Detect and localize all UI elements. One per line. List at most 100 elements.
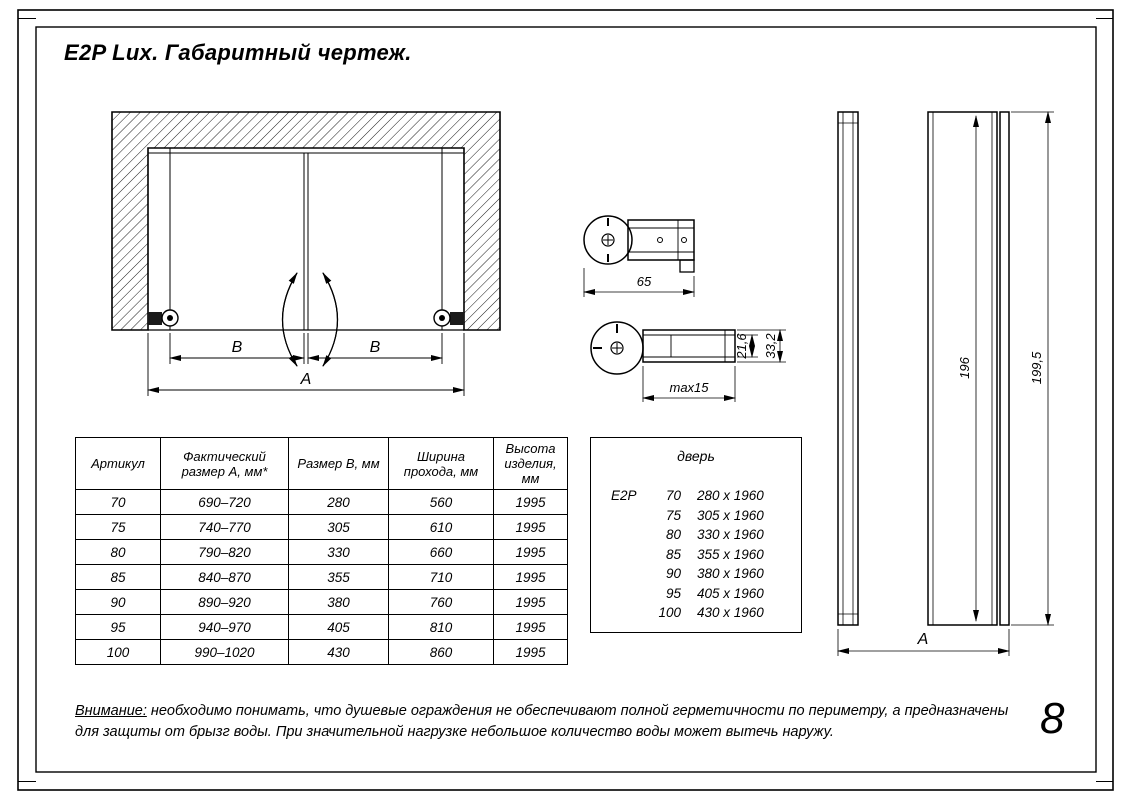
- cell-size-a: 690–720: [160, 489, 289, 515]
- cell-height: 1995: [493, 589, 568, 615]
- dim-label-b-left: B: [232, 339, 243, 356]
- cell-height: 1995: [493, 564, 568, 590]
- dim-label-199-5: 199,5: [1029, 351, 1044, 384]
- table-row: 95 940–970 405 810 1995: [75, 614, 568, 640]
- dimension-lines: [642, 329, 786, 402]
- col-header-size-b: Размер В, мм: [288, 437, 389, 490]
- dimension-lines: [583, 268, 695, 297]
- list-item: 90 380 x 1960: [611, 564, 801, 584]
- cell-article: 100: [75, 639, 161, 665]
- cell-passage: 610: [388, 514, 494, 540]
- cell-passage: 810: [388, 614, 494, 640]
- list-item: 95 405 x 1960: [611, 584, 801, 604]
- cell-article: 95: [75, 614, 161, 640]
- col-header-product-height: Высота изделия, мм: [493, 437, 568, 490]
- col-header-actual-size: Фактический размер А, мм*: [160, 437, 289, 490]
- cell-size-a: 990–1020: [160, 639, 289, 665]
- dim-label-196: 196: [957, 356, 972, 378]
- door-size: 75: [665, 507, 681, 523]
- cell-height: 1995: [493, 639, 568, 665]
- dim-label-21-6: 21,6: [734, 333, 749, 360]
- warning-text-line2: для защиты от брызг воды. При значительн…: [75, 724, 834, 741]
- door-size: 70: [665, 488, 681, 504]
- cell-passage: 860: [388, 639, 494, 665]
- table-row: 75 740–770 305 610 1995: [75, 514, 568, 540]
- cell-size-b: 430: [288, 639, 389, 665]
- door-dims: 430 x 1960: [697, 605, 764, 621]
- door-table-rows: E2P 70 280 x 1960 75 305 x 1960 80 330 x…: [591, 486, 801, 623]
- door-size: 85: [665, 546, 681, 562]
- list-item: 85 355 x 1960: [611, 545, 801, 565]
- spec-table-header-row: Артикул Фактический размер А, мм* Размер…: [75, 437, 568, 490]
- dim-label-max15: max15: [669, 380, 709, 395]
- cell-height: 1995: [493, 489, 568, 515]
- door-dims: 355 x 1960: [697, 546, 764, 562]
- door-swing-arrows: [282, 272, 338, 367]
- door-dims: 305 x 1960: [697, 507, 764, 523]
- warning-label: Внимание:: [75, 703, 147, 719]
- dim-label-b-right: B: [370, 339, 381, 356]
- hinge-right: [433, 309, 464, 327]
- table-row: 70 690–720 280 560 1995: [75, 489, 568, 515]
- warning-text-line1: необходимо понимать, что душевые огражде…: [146, 703, 1009, 719]
- profile-section-bottom: 21,6 33,2 max15: [590, 321, 786, 402]
- cell-size-b: 405: [288, 614, 389, 640]
- profile-section-top: 65: [583, 215, 695, 297]
- profile-shape: [583, 215, 695, 273]
- dim-label-a-side: A: [917, 631, 929, 648]
- cell-size-a: 790–820: [160, 539, 289, 565]
- list-item: E2P 70 280 x 1960: [611, 486, 801, 506]
- door-brand: E2P: [611, 488, 637, 504]
- cell-size-b: 305: [288, 514, 389, 540]
- door-dims: 330 x 1960: [697, 527, 764, 543]
- col-header-article: Артикул: [75, 437, 161, 490]
- spec-table: Артикул Фактический размер А, мм* Размер…: [75, 437, 568, 665]
- table-row: 80 790–820 330 660 1995: [75, 539, 568, 565]
- cell-size-a: 840–870: [160, 564, 289, 590]
- cell-passage: 560: [388, 489, 494, 515]
- cell-size-b: 380: [288, 589, 389, 615]
- cell-height: 1995: [493, 539, 568, 565]
- cell-article: 90: [75, 589, 161, 615]
- wall-hatching: [111, 111, 501, 331]
- dimension-lines: [147, 333, 465, 396]
- cell-article: 80: [75, 539, 161, 565]
- cell-height: 1995: [493, 514, 568, 540]
- dimension-lines: [837, 111, 1054, 656]
- hinge-left: [148, 309, 179, 327]
- list-item: 75 305 x 1960: [611, 506, 801, 526]
- door-size: 80: [665, 527, 681, 543]
- door-dims: 280 x 1960: [697, 488, 764, 504]
- cell-size-a: 740–770: [160, 514, 289, 540]
- dim-label-65: 65: [637, 274, 652, 289]
- cell-article: 75: [75, 514, 161, 540]
- cell-size-a: 940–970: [160, 614, 289, 640]
- side-view-drawing: 196 199,5 A: [837, 111, 1054, 656]
- cell-passage: 660: [388, 539, 494, 565]
- table-row: 85 840–870 355 710 1995: [75, 564, 568, 590]
- door-dims: 380 x 1960: [697, 566, 764, 582]
- side-profiles: [837, 111, 1010, 626]
- door-size-table: дверь E2P 70 280 x 1960 75 305 x 1960 80…: [590, 437, 802, 633]
- door-table-title: дверь: [677, 448, 715, 464]
- cell-size-b: 280: [288, 489, 389, 515]
- cell-size-b: 330: [288, 539, 389, 565]
- table-row: 90 890–920 380 760 1995: [75, 589, 568, 615]
- cell-article: 70: [75, 489, 161, 515]
- door-panels: [148, 148, 464, 331]
- dim-label-a: A: [300, 371, 312, 388]
- table-row: 100 990–1020 430 860 1995: [75, 639, 568, 665]
- page-number: 8: [1040, 694, 1065, 743]
- door-size: 95: [665, 585, 681, 601]
- cell-passage: 760: [388, 589, 494, 615]
- page-title: E2P Lux. Габаритный чертеж.: [64, 40, 412, 65]
- list-item: 80 330 x 1960: [611, 525, 801, 545]
- cell-size-b: 355: [288, 564, 389, 590]
- front-view-drawing: B B A: [111, 111, 501, 396]
- col-header-passage-width: Ширина прохода, мм: [388, 437, 494, 490]
- cell-passage: 710: [388, 564, 494, 590]
- profile-shape: [590, 321, 736, 375]
- warning-note: Внимание: необходимо понимать, что душев…: [75, 701, 1025, 743]
